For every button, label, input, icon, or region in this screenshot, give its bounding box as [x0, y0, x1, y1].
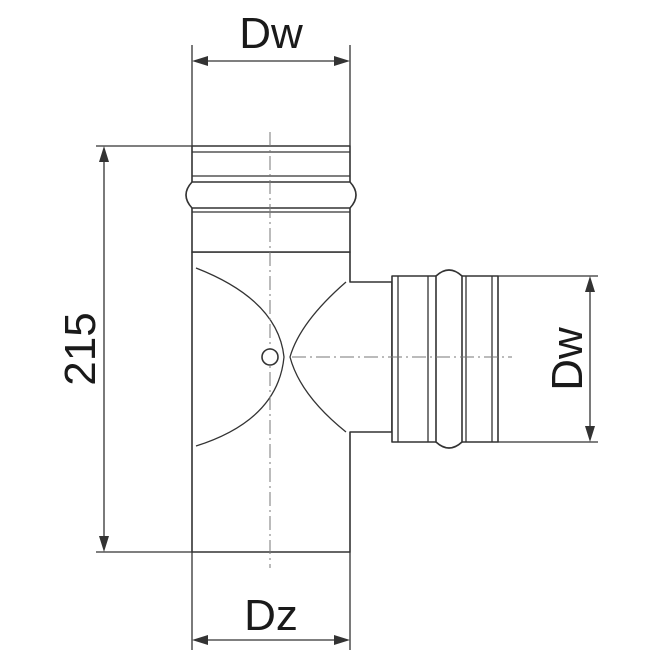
- dimension-label-bottom: Dz: [244, 591, 298, 640]
- dimension-top-width: Dw: [191, 9, 351, 146]
- top-socket-bead: [185, 181, 357, 209]
- dimension-label-top: Dw: [239, 9, 303, 58]
- branch-socket: [391, 269, 499, 449]
- main-pipe-body: [191, 251, 393, 553]
- dimension-label-height: 215: [56, 312, 105, 385]
- dimension-branch-width: Dw: [498, 275, 598, 443]
- branch-socket-bead: [435, 269, 463, 449]
- center-hole: [261, 348, 279, 366]
- dimension-label-branch: Dw: [543, 327, 592, 391]
- intersection-curve-right: [289, 281, 347, 433]
- dimension-bottom-width: Dz: [191, 552, 351, 650]
- dimension-height: 215: [56, 145, 192, 553]
- intersection-curve-left: [195, 267, 285, 447]
- top-socket: [185, 145, 357, 253]
- tee-body: [191, 251, 393, 553]
